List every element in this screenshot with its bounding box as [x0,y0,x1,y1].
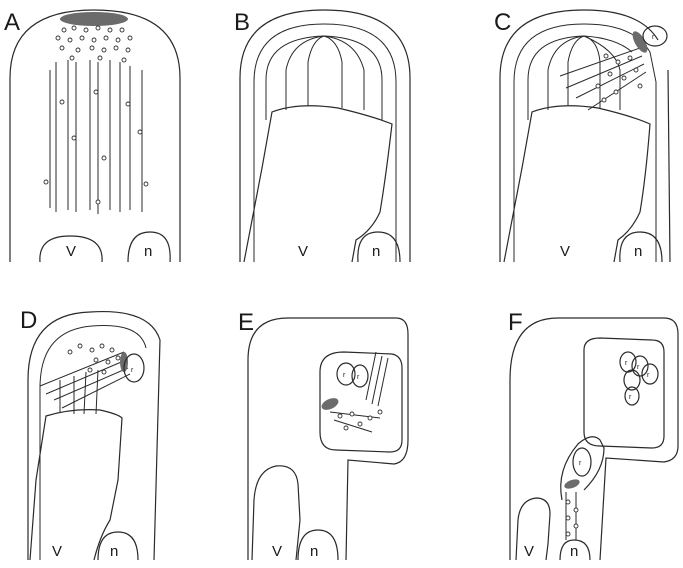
filaments-b [266,36,382,120]
vesicle-compartment-f [584,338,664,448]
vacuole-b [244,106,392,262]
inner-membrane-b [254,24,396,262]
attachment-site-f [563,478,581,491]
nucleus-label-b: n [372,243,380,260]
bacterium-label-f4: r [629,394,632,401]
bacterium-thread-f [573,448,591,476]
inner-membrane-c [514,24,656,262]
cell-outline-a [10,10,180,262]
filaments-d [40,352,130,414]
vacuole-label-b: V [298,243,308,260]
bacterium-label-f3: r [647,372,650,379]
vacuole-label-d: V [52,543,62,560]
panel-f: F r r r r r V n [508,309,678,560]
nucleus-label-a: n [144,243,152,260]
filaments-c [528,36,646,120]
bacteria-cluster-f: r r r r [620,352,658,405]
bacteria-cluster-e: r r [337,363,368,387]
bacterium-label-e: r [343,372,346,379]
vesicles-e [338,410,382,430]
cell-outline-f [510,318,678,560]
nucleus-label-e: n [310,543,318,560]
vacuole-label-f: V [524,543,534,560]
vesicles-a [44,26,148,204]
cell-outline-e [248,318,408,560]
bacterium-label-f2: r [637,364,640,371]
panel-letter-f: F [508,309,523,336]
cell-outline-b [240,10,410,262]
vacuole-label-a: V [66,243,76,260]
panel-letter-b: B [234,9,250,36]
vesicles-d [68,344,120,374]
nucleus-label-f: n [570,543,578,560]
bacterium-label-e2: r [357,374,360,381]
bacterium-label-f5: r [579,460,582,467]
nucleus-label-c: n [634,243,642,260]
panel-a: A [4,9,180,262]
vacuole-c [504,106,650,262]
bacterium-label-f: r [625,360,628,367]
panel-letter-a: A [4,9,20,36]
filaments-a [50,60,142,214]
panel-c: C r V n [494,9,670,262]
nucleus-label-d: n [110,543,118,560]
panel-letter-e: E [238,309,254,336]
attachment-site-e [320,396,341,413]
panel-b: B V n [234,9,410,262]
panel-letter-c: C [494,9,511,36]
panel-letter-d: D [20,307,37,334]
panel-d: D r V n [20,307,160,560]
vacuole-label-c: V [560,243,570,260]
filaments-e [330,352,388,432]
bacterium-label-d: r [131,367,134,374]
panel-e: E r r V n [238,309,408,560]
vacuole-label-e: V [272,543,282,560]
vacuole-d [30,410,122,560]
inner-membrane-d [40,325,146,560]
growth-cap-a [60,12,128,26]
